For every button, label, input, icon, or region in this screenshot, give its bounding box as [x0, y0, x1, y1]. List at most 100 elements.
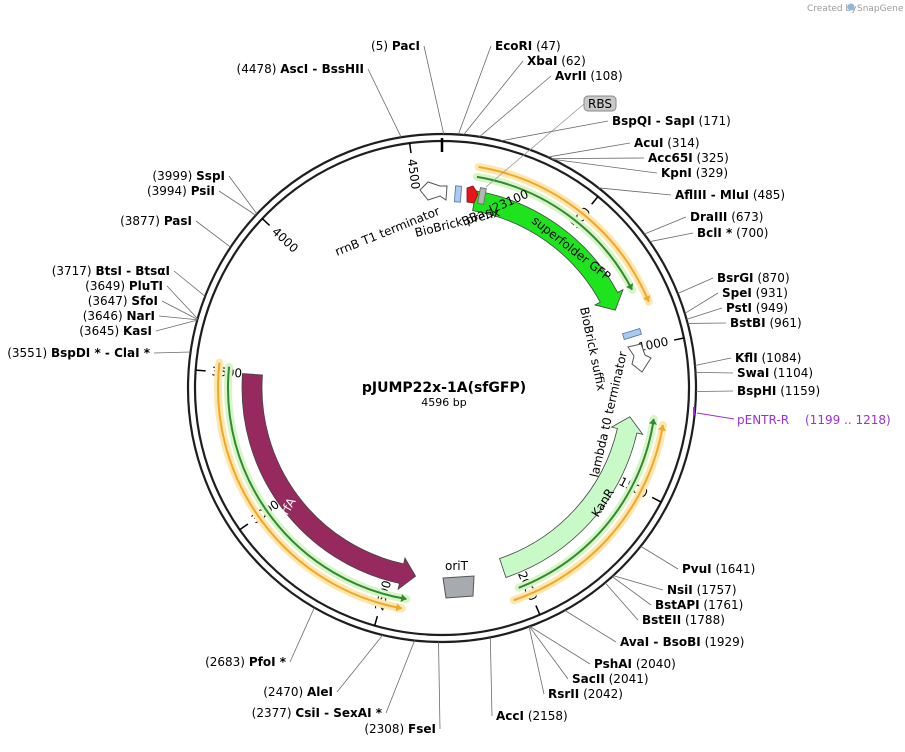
site-nsii[interactable]: NsiI (1757) [613, 575, 737, 597]
orf-trfa-outer[interactable] [217, 362, 402, 610]
orf-kanr-outer-head [658, 424, 666, 432]
site-acci[interactable]: AccI (2158) [489, 637, 568, 723]
site-position: (3551) [7, 346, 47, 360]
site-rsrii[interactable]: RsrII (2042) [528, 626, 623, 701]
bba-j23100-arrow[interactable] [466, 185, 479, 204]
site-name: PacI [392, 39, 420, 53]
site-pasi[interactable]: (3877) PasI [120, 214, 231, 248]
site-bstbi[interactable]: BstBI (961) [687, 316, 802, 330]
site-connector [500, 120, 609, 142]
biobrick-suffix-box[interactable] [622, 328, 642, 340]
site-xbai[interactable]: XbaI (62) [463, 54, 586, 136]
lambda-t0-terminator-arrow[interactable] [627, 343, 652, 373]
site-label: BsrGI (870) [717, 271, 790, 285]
site-nari[interactable]: (3646) NarI [83, 309, 198, 323]
site-sacii[interactable]: SacII (2041) [529, 626, 649, 686]
label-orit: oriT [445, 559, 469, 573]
site-connector [528, 626, 545, 695]
site-sspi[interactable]: (3999) SspI [152, 169, 258, 215]
primer-penter-r: pENTR-R (1199 .. 1218) [693, 407, 891, 427]
site-pfoi[interactable]: (2683) PfoI * [205, 607, 315, 669]
site-draiii[interactable]: DraIII (673) [643, 210, 763, 235]
site-name: SpeI [722, 286, 752, 300]
rbs-badge: RBS [485, 95, 617, 188]
site-kasi[interactable]: (3645) KasI [79, 319, 198, 338]
site-label: (2377) CsiI - SexAI * [252, 706, 383, 720]
site-name: BstAPI [655, 598, 700, 612]
site-position: (673) [731, 210, 763, 224]
site-position: (3717) [52, 264, 92, 278]
site-connector [551, 157, 645, 160]
site-connector [552, 158, 658, 174]
site-connector [479, 75, 552, 138]
site-sfoi[interactable]: (3647) SfoI [88, 294, 198, 320]
site-pvui[interactable]: PvuI (1641) [640, 545, 756, 576]
site-afliii-mlui[interactable]: AflIII - MluI (485) [598, 187, 785, 202]
site-connector [228, 175, 258, 215]
orf-trfa-inner[interactable] [227, 366, 407, 601]
orit-box[interactable] [442, 575, 475, 599]
site-bsphi[interactable]: BspHI (1159) [695, 384, 820, 398]
site-pluti[interactable]: (3649) PluTI [85, 279, 198, 320]
feature-superfolder-gfp[interactable] [472, 190, 624, 311]
biobrick-prefix-box[interactable] [454, 185, 462, 203]
site-bsrgi[interactable]: BsrGI (870) [677, 271, 790, 294]
site-kpni[interactable]: KpnI (329) [552, 158, 728, 180]
feature-kanr[interactable] [499, 416, 644, 579]
origin-region-features [419, 181, 487, 205]
site-fsei[interactable]: (2308) FseI [364, 641, 441, 736]
site-paci[interactable]: (5) PacI [371, 39, 445, 135]
rrnb-t1-terminator-arrow[interactable] [419, 181, 448, 201]
site-avrii[interactable]: AvrII (108) [479, 69, 623, 138]
site-csii-sexai[interactable]: (2377) CsiI - SexAI * [252, 640, 415, 720]
site-connector [385, 640, 415, 714]
site-label: (3647) SfoI [88, 294, 158, 308]
site-connector [686, 307, 723, 320]
rbs-badge-label: RBS [588, 97, 612, 111]
site-connector [598, 187, 672, 196]
site-acc65i[interactable]: Acc65I (325) [551, 151, 729, 165]
site-connector [547, 142, 631, 158]
site-name: AvrII [555, 69, 587, 83]
site-alei[interactable]: (2470) AleI [263, 634, 384, 699]
site-label: AcuI (314) [634, 136, 700, 150]
site-psti[interactable]: PstI (949) [686, 301, 788, 320]
site-position: (961) [769, 316, 801, 330]
feature-trfa[interactable] [241, 373, 417, 591]
site-btsi-bts-i[interactable]: (3717) BtsI - BtsαI [52, 264, 206, 297]
site-bsteii[interactable]: BstEII (1788) [604, 582, 725, 627]
site-label: (3994) PsiI [147, 184, 215, 198]
rbs-marker[interactable] [477, 187, 487, 205]
site-bcli[interactable]: BclI * (700) [649, 226, 769, 243]
site-kfli[interactable]: KflI (1084) [694, 351, 801, 366]
site-avai-bsobi[interactable]: AvaI - BsoBI (1929) [564, 610, 745, 649]
credit-created-by: Created by [807, 4, 857, 14]
site-label: (5) PacI [371, 39, 420, 53]
site-bspdi-clai[interactable]: (3551) BspDI * - ClaI * [7, 346, 191, 360]
orf-kanr-inner[interactable] [518, 418, 655, 589]
ruler-tick [591, 196, 599, 205]
orf-kanr-outer[interactable] [513, 424, 664, 602]
site-spei[interactable]: SpeI (931) [684, 286, 788, 314]
site-swai[interactable]: SwaI (1104) [695, 366, 814, 380]
orf-gfp-inner[interactable] [476, 175, 633, 291]
site-bstapi[interactable]: BstAPI (1761) [611, 576, 743, 612]
orf-gfp-outer[interactable] [478, 166, 650, 303]
site-bspqi-sapi[interactable]: BspQI - SapI (171) [500, 114, 731, 142]
site-name: PfoI * [249, 655, 287, 669]
site-pshai[interactable]: PshAI (2040) [529, 626, 676, 671]
site-ecori[interactable]: EcoRI (47) [457, 39, 561, 135]
site-connector [336, 634, 384, 693]
site-position: (1929) [705, 635, 745, 649]
ruler-label: 1000 [637, 334, 670, 354]
site-position: (5) [371, 39, 388, 53]
site-psii[interactable]: (3994) PsiI [147, 184, 256, 216]
credit-brand: SnapGene [857, 4, 904, 14]
site-position: (2041) [609, 672, 649, 686]
site-name: AleI [307, 685, 333, 699]
site-asci-bsshii[interactable]: (4478) AscI - BssHII [237, 62, 402, 138]
site-acui[interactable]: AcuI (314) [547, 136, 700, 158]
site-position: (2308) [364, 722, 404, 736]
site-position: (3645) [79, 324, 119, 338]
orf-trfa-outer-head [395, 603, 402, 612]
